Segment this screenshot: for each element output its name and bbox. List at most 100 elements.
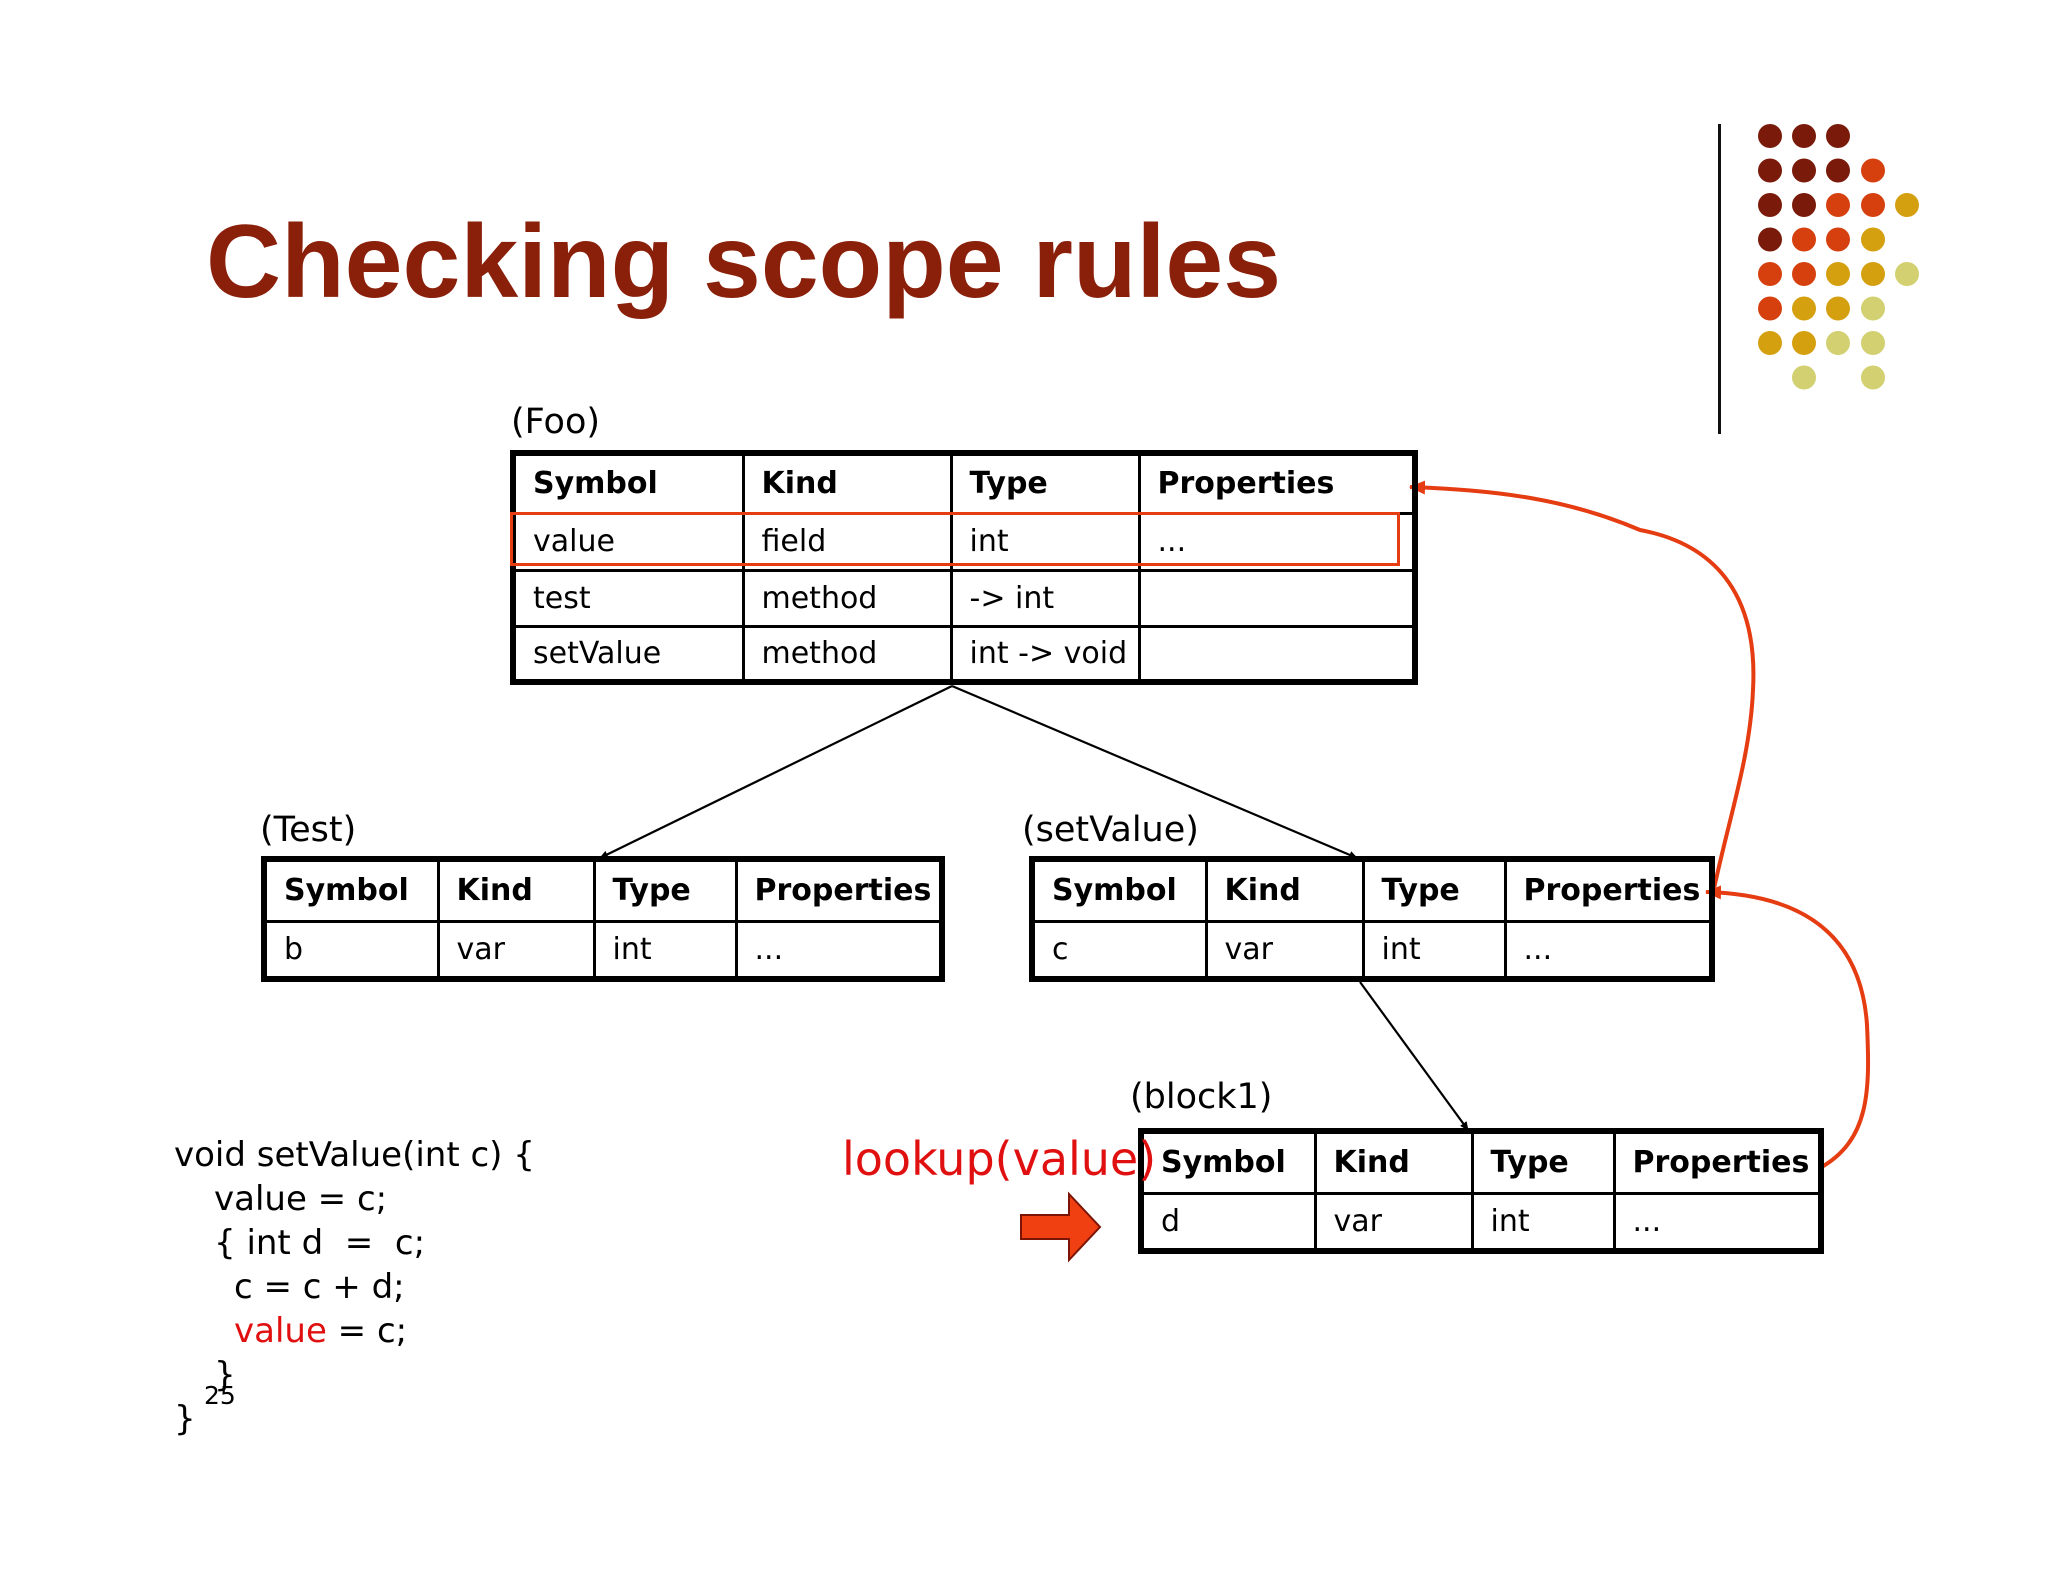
symbol-table-foo: Symbol Kind Type Properties value field …: [510, 450, 1418, 685]
cell-symbol: value: [511, 511, 745, 572]
symbol-table-block1: Symbol Kind Type Properties d var int ..…: [1138, 1128, 1824, 1254]
header-symbol: Symbol: [511, 451, 745, 515]
cell-symbol: b: [262, 919, 440, 981]
header-properties: Properties: [1137, 451, 1417, 515]
table-row: setValue method int -> void: [511, 624, 1417, 684]
decorative-dot: [1758, 158, 1782, 183]
header-symbol: Symbol: [262, 857, 440, 923]
table-header-row: Symbol Kind Type Properties: [1139, 1129, 1823, 1195]
lookup-arrow-setvalue-to-foo: [1409, 480, 1756, 899]
header-type: Type: [1361, 857, 1507, 923]
code-line: value = c;: [214, 1179, 388, 1219]
table-label-setvalue: (setValue): [1022, 810, 1199, 850]
table-label-foo: (Foo): [511, 402, 601, 442]
header-kind: Kind: [1313, 1129, 1474, 1195]
table-row: c var int ...: [1030, 919, 1714, 981]
edge-setvalue-to-block1: [1359, 981, 1469, 1131]
decorative-dot: [1826, 331, 1850, 355]
decorative-divider: [1718, 124, 1721, 434]
decorative-dot: [1861, 296, 1885, 321]
cell-kind: var: [436, 919, 596, 981]
header-properties: Properties: [734, 857, 944, 923]
cell-kind: method: [741, 568, 953, 628]
cell-type: -> int: [949, 568, 1141, 628]
decorative-dot: [1792, 227, 1816, 252]
decorative-dot: [1826, 158, 1850, 183]
lookup-arrow-block1-to-setvalue: [1705, 885, 1871, 1170]
code-line: value = c;: [174, 1309, 535, 1353]
decorative-dot: [1861, 158, 1885, 183]
edge-foo-to-test: [599, 685, 953, 859]
table-row: b var int ...: [262, 919, 944, 981]
lookup-label: lookup(value): [842, 1132, 1157, 1186]
cell-symbol: c: [1030, 919, 1208, 981]
decorative-dot: [1826, 262, 1850, 286]
decorative-dot: [1758, 331, 1782, 355]
cell-symbol: test: [511, 568, 745, 628]
cell-type: int -> void: [949, 624, 1141, 684]
cell-type: int: [1470, 1191, 1616, 1253]
page-number: 25: [204, 1381, 236, 1410]
header-type: Type: [1470, 1129, 1616, 1195]
header-symbol: Symbol: [1139, 1129, 1317, 1195]
symbol-table-test: Symbol Kind Type Properties b var int ..…: [261, 856, 945, 982]
cell-kind: field: [741, 511, 953, 572]
code-block: void setValue(int c) { value = c; { int …: [174, 1133, 535, 1441]
decorative-dot: [1895, 262, 1919, 286]
cell-symbol: setValue: [511, 624, 745, 684]
decorative-dot: [1895, 193, 1919, 217]
cell-type: int: [592, 919, 738, 981]
cell-kind: var: [1313, 1191, 1474, 1253]
decorative-dot: [1758, 124, 1782, 148]
cell-symbol: d: [1139, 1191, 1317, 1253]
decorative-dot: [1826, 227, 1850, 252]
cell-type: int: [1361, 919, 1507, 981]
header-properties: Properties: [1503, 857, 1714, 923]
code-line: }: [174, 1399, 196, 1439]
slide-title: Checking scope rules: [206, 204, 1282, 320]
decorative-dot: [1826, 124, 1850, 148]
header-symbol: Symbol: [1030, 857, 1208, 923]
header-kind: Kind: [436, 857, 596, 923]
right-arrow-icon: [1020, 1191, 1102, 1263]
decorative-dot: [1792, 158, 1816, 183]
symbol-table-setvalue: Symbol Kind Type Properties c var int ..…: [1029, 856, 1715, 982]
decorative-dot: [1758, 296, 1782, 321]
header-type: Type: [592, 857, 738, 923]
decorative-dot: [1758, 262, 1782, 286]
cell-properties: ...: [1503, 919, 1714, 981]
table-header-row: Symbol Kind Type Properties: [1030, 857, 1714, 923]
code-highlight-value: value: [234, 1311, 327, 1351]
decorative-dot: [1826, 193, 1850, 217]
header-kind: Kind: [741, 451, 953, 515]
code-line: c = c + d;: [234, 1267, 405, 1307]
code-text: = c;: [326, 1311, 408, 1351]
decorative-dot: [1792, 124, 1816, 148]
decorative-dot: [1792, 365, 1816, 390]
cell-kind: var: [1204, 919, 1365, 981]
table-header-row: Symbol Kind Type Properties: [262, 857, 944, 923]
decorative-dot: [1792, 262, 1816, 286]
header-properties: Properties: [1612, 1129, 1823, 1195]
cell-properties: [1137, 568, 1417, 628]
cell-properties: ...: [734, 919, 944, 981]
code-line: { int d = c;: [214, 1223, 426, 1263]
header-kind: Kind: [1204, 857, 1365, 923]
header-type: Type: [949, 451, 1141, 515]
table-header-row: Symbol Kind Type Properties: [511, 451, 1417, 515]
decorative-dot: [1861, 227, 1885, 252]
table-row: d var int ...: [1139, 1191, 1823, 1253]
table-row: test method -> int: [511, 568, 1417, 628]
code-line: void setValue(int c) {: [174, 1135, 535, 1175]
highlight-found-row: [510, 512, 1400, 566]
table-label-block1: (block1): [1130, 1077, 1273, 1117]
decorative-dot: [1792, 331, 1816, 355]
cell-properties: [1137, 624, 1417, 684]
decorative-dot: [1861, 331, 1885, 355]
cell-properties: ...: [1612, 1191, 1823, 1253]
decorative-dot: [1861, 365, 1885, 390]
decorative-dot: [1826, 296, 1850, 321]
decorative-dot: [1792, 296, 1816, 321]
